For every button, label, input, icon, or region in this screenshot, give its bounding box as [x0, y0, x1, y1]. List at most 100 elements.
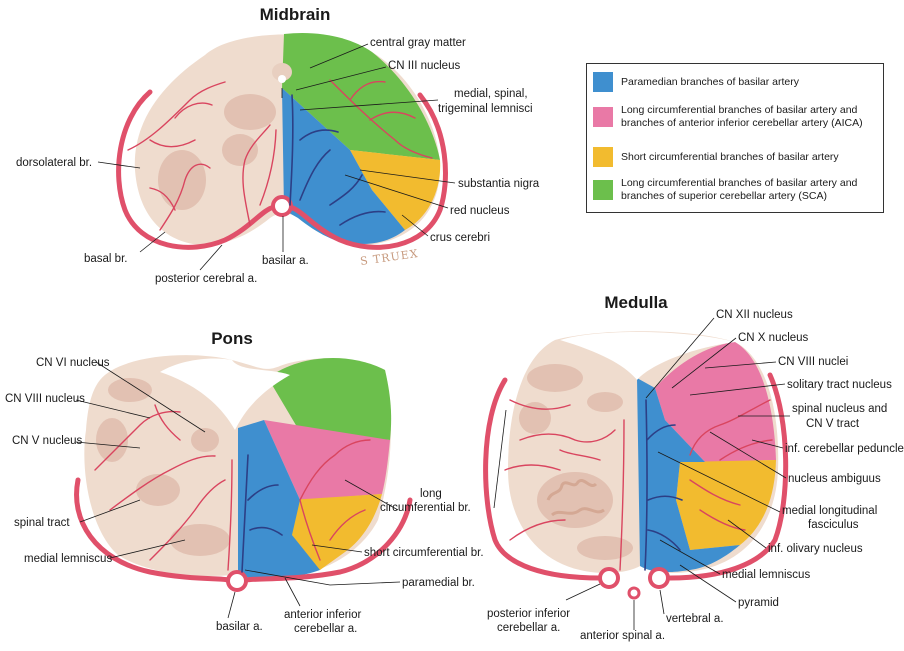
medulla-paramedian-territory [637, 378, 740, 573]
leader-pons-short-circ [311, 544, 363, 553]
leader-medulla-olivary [727, 519, 767, 549]
leader-medulla-cn12 [645, 317, 715, 399]
label-medulla-pyramid: pyramid [738, 597, 779, 609]
leader-pons-cn5 [75, 441, 141, 449]
label-red-nucleus: red nucleus [450, 205, 510, 217]
medulla-pica-artery [483, 372, 789, 581]
label-medulla-mlf-1: medial longitudinal [782, 505, 877, 517]
medulla-right-branches [689, 399, 773, 531]
legend-item-paramedian: Paramedian branches of basilar artery [593, 72, 881, 92]
midbrain-paramedian-territory [282, 88, 405, 245]
leader-medulla-solitary [689, 383, 786, 396]
midbrain-short-territory [350, 150, 441, 230]
leader-medulla-ml [659, 539, 721, 575]
pons-nucleus-3 [191, 428, 219, 452]
midbrain-title: Midbrain [260, 5, 331, 24]
label-medulla-cn10: CN X nucleus [738, 332, 809, 344]
label-medulla-olivary: inf. olivary nucleus [768, 543, 863, 555]
medulla-nucleus-2 [519, 402, 551, 434]
medulla-paramedian-branches [644, 399, 683, 571]
legend-text-paramedian: Paramedian branches of basilar artery [621, 75, 800, 88]
leader-lemnisci [299, 99, 439, 111]
label-pons-long-circ-1: long [420, 488, 442, 500]
midbrain-left-branches [127, 81, 277, 231]
label-medulla-ambiguus: nucleus ambiguus [788, 473, 881, 485]
legend-text-long-aica: Long circumferential branches of basilar… [621, 104, 863, 129]
leader-pons-cn8 [75, 399, 151, 419]
pons-title: Pons [211, 329, 253, 348]
medulla-title: Medulla [604, 293, 668, 312]
legend-item-long-aica: Long circumferential branches of basilar… [593, 104, 881, 130]
label-medulla-solitary: solitary tract nucleus [787, 379, 892, 391]
label-pons-cn5: CN V nucleus [12, 435, 83, 447]
legend-item-short: Short circumferential branches of basila… [593, 147, 881, 167]
leader-cn3 [295, 66, 387, 91]
pons-aica-territory [264, 420, 390, 500]
label-medulla-cn12: CN XII nucleus [716, 309, 793, 321]
medulla-olive-folds [546, 479, 605, 517]
leader-red-nucleus [344, 174, 449, 209]
midbrain-paramedian-branches [289, 94, 386, 226]
midbrain-basilar-artery [271, 195, 293, 217]
legend-text-short: Short circumferential branches of basila… [621, 150, 839, 163]
label-substantia-nigra: substantia nigra [458, 178, 540, 190]
midbrain-posterior-cerebral-artery [116, 89, 448, 250]
label-medulla-icp: inf. cerebellar peduncle [785, 443, 904, 455]
leader-medulla-pyramid [679, 564, 737, 603]
fourth-ventricle [160, 358, 290, 430]
pons-aica-artery [74, 477, 413, 583]
label-pons-aica-2: cerebellar a. [294, 623, 357, 635]
leader-central-gray [309, 43, 369, 69]
leader-pons-long-circ [344, 479, 399, 511]
label-medulla-vertebral: vertebral a. [666, 613, 724, 625]
legend-text-long-sca: Long circumferential branches of basilar… [621, 177, 858, 202]
label-lemnisci-2: trigeminal lemnisci [438, 103, 533, 115]
pons-right-branches [299, 439, 371, 561]
label-posterior-cerebral: posterior cerebral a. [155, 273, 257, 285]
medulla-vertebral-right [648, 567, 670, 589]
pons-nucleus-4 [136, 474, 180, 506]
label-pons-cn8: CN VIII nucleus [5, 393, 85, 405]
label-medulla-cn8: CN VIII nuclei [778, 356, 848, 368]
pons-paramedian-branches [241, 454, 283, 573]
pons-section: Pons CN VI nucleus CN VIII nucleus CN V … [5, 329, 484, 635]
leader-pons-basilar [227, 591, 236, 619]
leader-medulla-ambiguus [709, 431, 787, 479]
label-medulla-spinal-nuc-2: CN V tract [806, 418, 860, 430]
label-medulla-pica-2: cerebellar a. [497, 622, 560, 634]
midbrain-nucleus-left [224, 94, 276, 130]
medulla-nucleus-1 [527, 364, 583, 392]
midbrain-rednucleus-left [222, 134, 258, 166]
aqueduct-lumen [278, 75, 286, 83]
medulla-pyramid-left [577, 536, 633, 560]
label-basal: basal br. [84, 253, 127, 265]
leader-substantia-nigra [359, 169, 456, 184]
label-pons-aica-1: anterior inferior [284, 609, 362, 621]
legend-item-long-sca: Long circumferential branches of basilar… [593, 177, 881, 203]
label-medulla-spinal-nuc-1: spinal nucleus and [792, 403, 887, 415]
leader-pons-spinal-tract [79, 499, 141, 523]
leader-pons-paramedial [244, 569, 401, 586]
label-medulla-ml: medial lemniscus [722, 569, 810, 581]
leader-medulla-mlf [657, 451, 781, 513]
pons-sca-territory [268, 358, 392, 440]
legend: Paramedian branches of basilar artery Lo… [586, 63, 884, 213]
label-dorsolateral: dorsolateral br. [16, 157, 92, 169]
cerebral-aqueduct [272, 63, 292, 81]
leader-medulla-long-circ [493, 409, 507, 509]
label-pons-cn6: CN VI nucleus [36, 357, 110, 369]
label-pons-long-circ-2: circumferential br. [380, 502, 471, 514]
label-lemnisci-1: medial, spinal, [454, 88, 528, 100]
label-pons-medial-lemniscus: medial lemniscus [24, 553, 112, 565]
leader-basal [139, 231, 166, 253]
medulla-vertebral-left [598, 567, 620, 589]
label-central-gray: central gray matter [370, 37, 466, 49]
label-pons-basilar: basilar a. [216, 621, 263, 633]
pons-nucleus-1 [108, 378, 152, 402]
label-pons-paramedial: paramedial br. [402, 577, 475, 589]
leader-medulla-vertebral [659, 589, 665, 615]
leader-medulla-icp [751, 439, 784, 449]
leader-pons-aica [284, 577, 301, 607]
